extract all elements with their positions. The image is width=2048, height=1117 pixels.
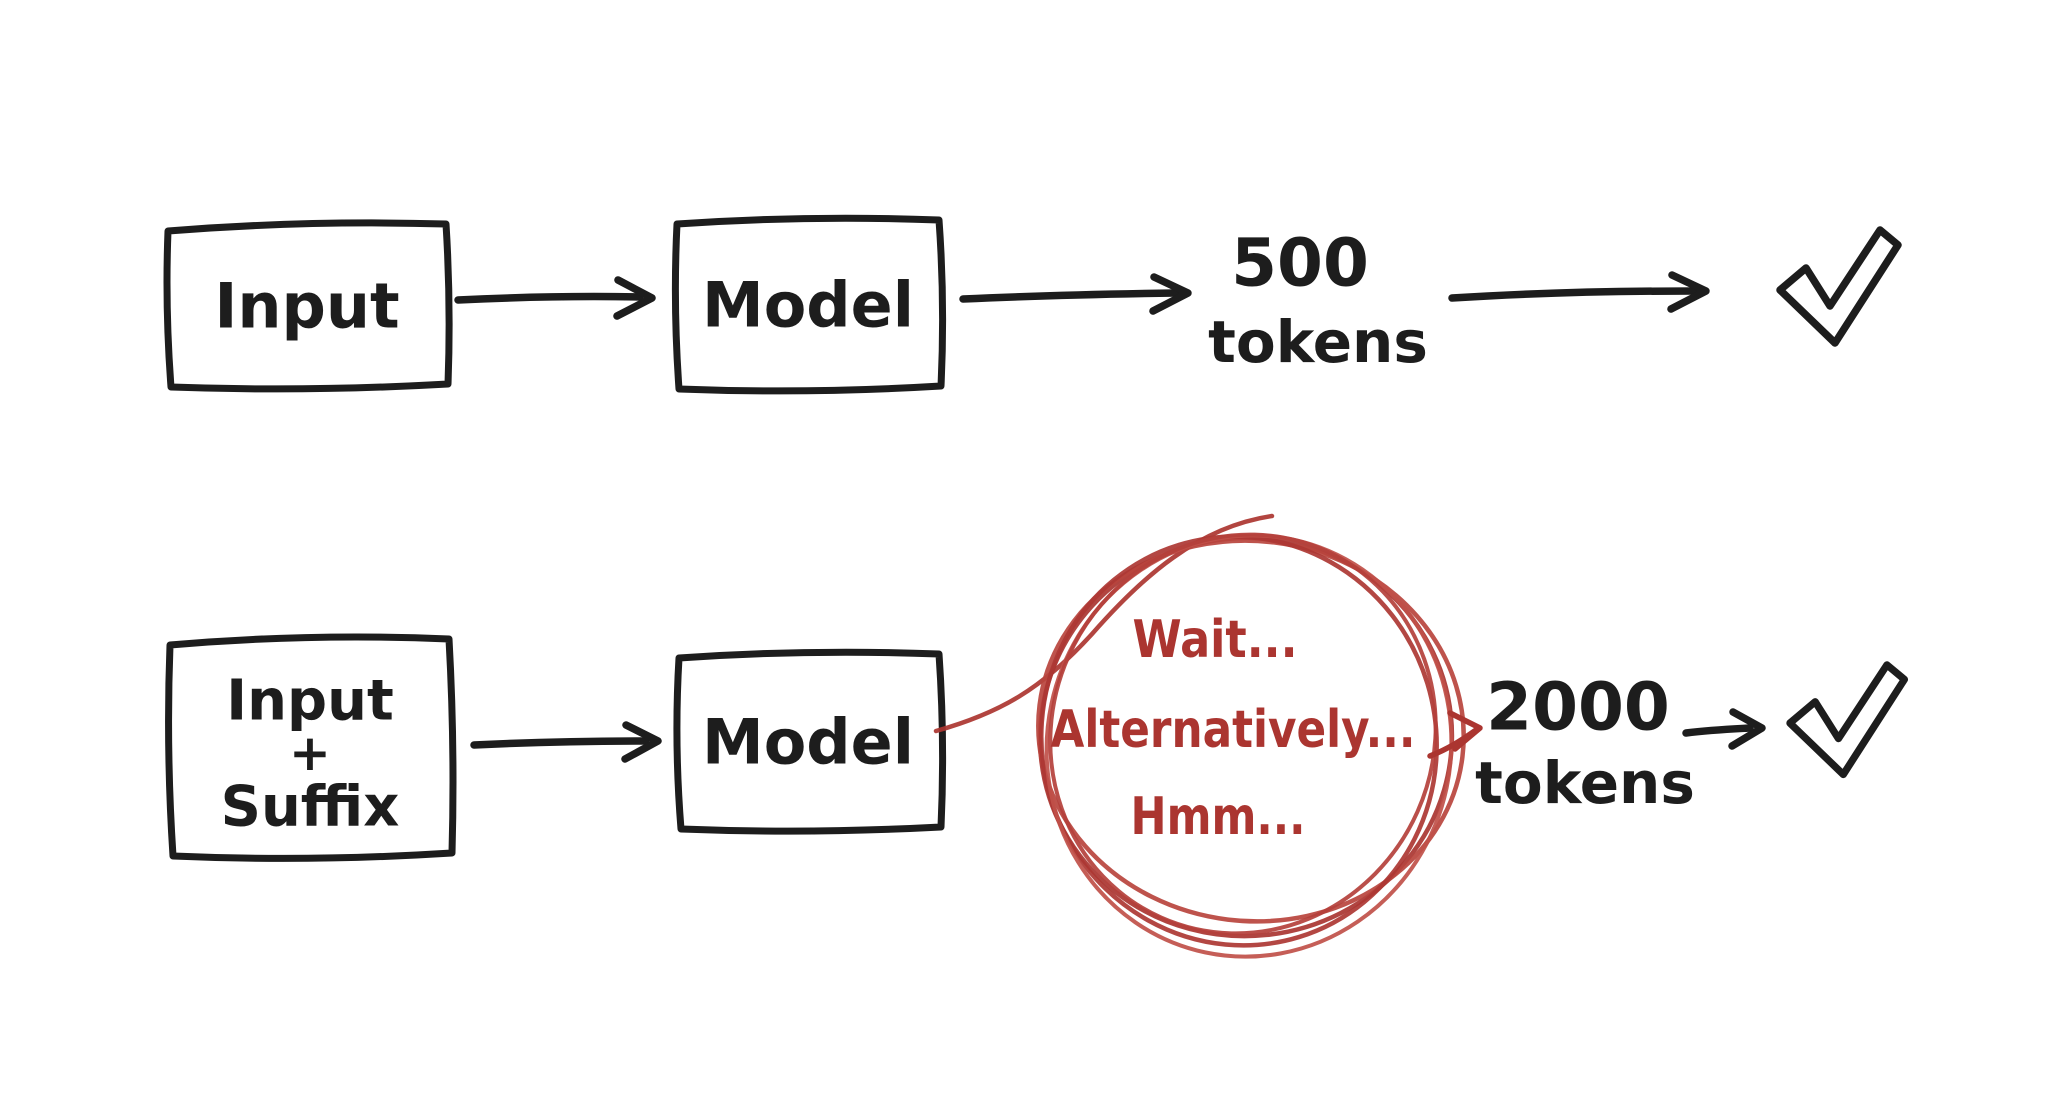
flow-with-suffix: Input + Suffix Model Wait... Alternative…	[165, 513, 1909, 959]
input-box-label: Input	[214, 270, 399, 343]
arrow-input-to-model	[454, 276, 656, 320]
reasoning-line1: Wait...	[1133, 610, 1298, 670]
model-box-label: Model	[702, 269, 914, 342]
model-box-2	[673, 648, 947, 835]
reasoning-scribble-circle	[933, 513, 1466, 959]
output-token-unit-2: tokens	[1475, 749, 1695, 817]
input-suffix-line2: +	[289, 724, 331, 782]
arrow-model-to-output	[959, 273, 1192, 315]
output-token-count: 500	[1231, 225, 1369, 302]
model-box-2-label: Model	[702, 706, 914, 779]
red-arrow-to-output	[1427, 710, 1483, 759]
input-suffix-line3: Suffix	[221, 775, 400, 840]
output-token-unit: tokens	[1208, 308, 1428, 376]
reasoning-line2: Alternatively...	[1051, 700, 1416, 760]
output-token-count-2: 2000	[1486, 669, 1670, 746]
input-suffix-line1: Input	[226, 669, 393, 734]
flow-baseline: Input Model 500 tokens	[163, 214, 1902, 395]
input-suffix-box	[165, 633, 457, 862]
arrow-output-to-check	[1448, 271, 1710, 313]
checkmark-icon-2	[1786, 661, 1909, 779]
checkmark-icon	[1776, 226, 1902, 347]
model-box	[671, 214, 947, 395]
arrow-output-to-check-2	[1682, 708, 1766, 750]
input-box	[163, 219, 453, 393]
reasoning-line3: Hmm...	[1131, 787, 1306, 847]
arrow-input-to-model-2	[470, 721, 662, 763]
